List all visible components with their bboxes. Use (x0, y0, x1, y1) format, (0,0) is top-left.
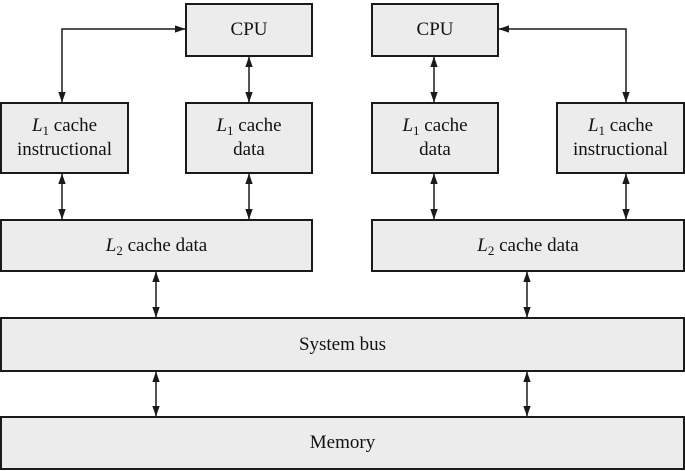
l1-cache-data-left-box: L1 cache data (185, 102, 313, 174)
arrow-cpu-right-to-l1-instructional (498, 25, 630, 103)
cpu-left-box: CPU (185, 3, 313, 57)
l2-cache-data-left-box: L2 cache data (0, 219, 313, 272)
system-bus-box: System bus (0, 317, 685, 372)
cpu-right-box: CPU (371, 3, 499, 57)
l2-cache-data-left-label: L2 cache data (105, 234, 208, 258)
l2-cache-data-right-label: L2 cache data (477, 234, 579, 258)
l1-cache-instructional-right-line2: instructional (573, 139, 668, 160)
system-bus-label: System bus (298, 333, 387, 355)
l1-cache-instructional-left-box: L1 cache instructional (0, 102, 129, 174)
arrow-cpu-left-to-l1-instructional (58, 25, 186, 103)
l1-cache-data-right-box: L1 cache data (371, 102, 499, 174)
l1-cache-instructional-right-line1: L1 cache (587, 115, 654, 138)
l1-cache-data-left-line2: data (233, 139, 265, 160)
l2-cache-data-right-box: L2 cache data (371, 219, 685, 272)
memory-label: Memory (309, 432, 376, 453)
cpu-right-label: CPU (416, 19, 454, 40)
l1-cache-data-right-line2: data (419, 139, 451, 160)
l1-cache-data-right-line1: L1 cache (402, 115, 468, 138)
l1-cache-instructional-left-line2: instructional (17, 139, 112, 160)
l1-cache-instructional-right-box: L1 cache instructional (556, 102, 685, 174)
cpu-left-label: CPU (230, 19, 268, 40)
l1-cache-data-left-line1: L1 cache (216, 115, 282, 138)
l1-cache-instructional-left-line1: L1 cache (31, 115, 98, 138)
memory-box: Memory (0, 416, 685, 470)
